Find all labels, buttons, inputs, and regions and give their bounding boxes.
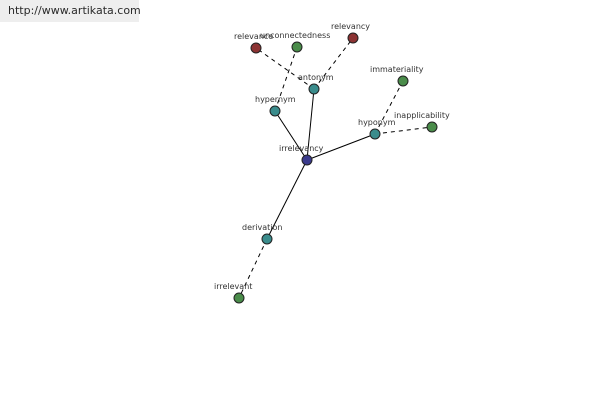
node-immateriality[interactable] xyxy=(397,75,409,87)
node-unconnectedness[interactable] xyxy=(291,41,303,53)
node-label-derivation: derivation xyxy=(242,223,282,232)
edge-hyponym-immateriality xyxy=(374,80,404,135)
edge-antonym-relevance xyxy=(255,47,315,90)
node-hyponym[interactable] xyxy=(369,128,381,140)
edge-hypernym-unconnectedness xyxy=(274,46,298,112)
node-label-irrelevancy: irrelevancy xyxy=(279,144,324,153)
node-label-relevancy: relevancy xyxy=(331,22,370,31)
edge-irrelevancy-hypernym xyxy=(274,110,308,161)
node-label-irrelevant: irrelevant xyxy=(214,282,252,291)
edge-antonym-relevancy xyxy=(313,37,354,90)
node-label-hypernym: hypernym xyxy=(255,95,296,104)
node-label-unconnectedness: unconnectedness xyxy=(260,31,330,40)
site-url-banner[interactable]: http://www.artikata.com xyxy=(0,0,141,22)
edge-irrelevancy-antonym xyxy=(306,88,315,161)
node-relevancy[interactable] xyxy=(347,32,359,44)
edge-irrelevancy-derivation xyxy=(266,159,308,240)
edge-layer xyxy=(238,37,433,299)
node-label-immateriality: immateriality xyxy=(370,65,424,74)
node-layer xyxy=(233,32,438,304)
node-label-hyponym: hyponym xyxy=(358,118,396,127)
node-label-relevance: relevance xyxy=(234,32,273,41)
node-antonym[interactable] xyxy=(308,83,320,95)
node-inapplicability[interactable] xyxy=(426,121,438,133)
node-irrelevant[interactable] xyxy=(233,292,245,304)
edge-hyponym-inapplicability xyxy=(374,126,433,135)
node-derivation[interactable] xyxy=(261,233,273,245)
edge-irrelevancy-hyponym xyxy=(306,133,376,161)
node-relevance[interactable] xyxy=(250,42,262,54)
node-label-antonym: antonym xyxy=(298,73,334,82)
node-hypernym[interactable] xyxy=(269,105,281,117)
node-irrelevancy[interactable] xyxy=(301,154,313,166)
node-label-inapplicability: inapplicability xyxy=(394,111,450,120)
edge-derivation-irrelevant xyxy=(238,238,268,299)
label-layer: irrelevancy antonym hypernym hyponym derivat… xyxy=(214,22,450,291)
